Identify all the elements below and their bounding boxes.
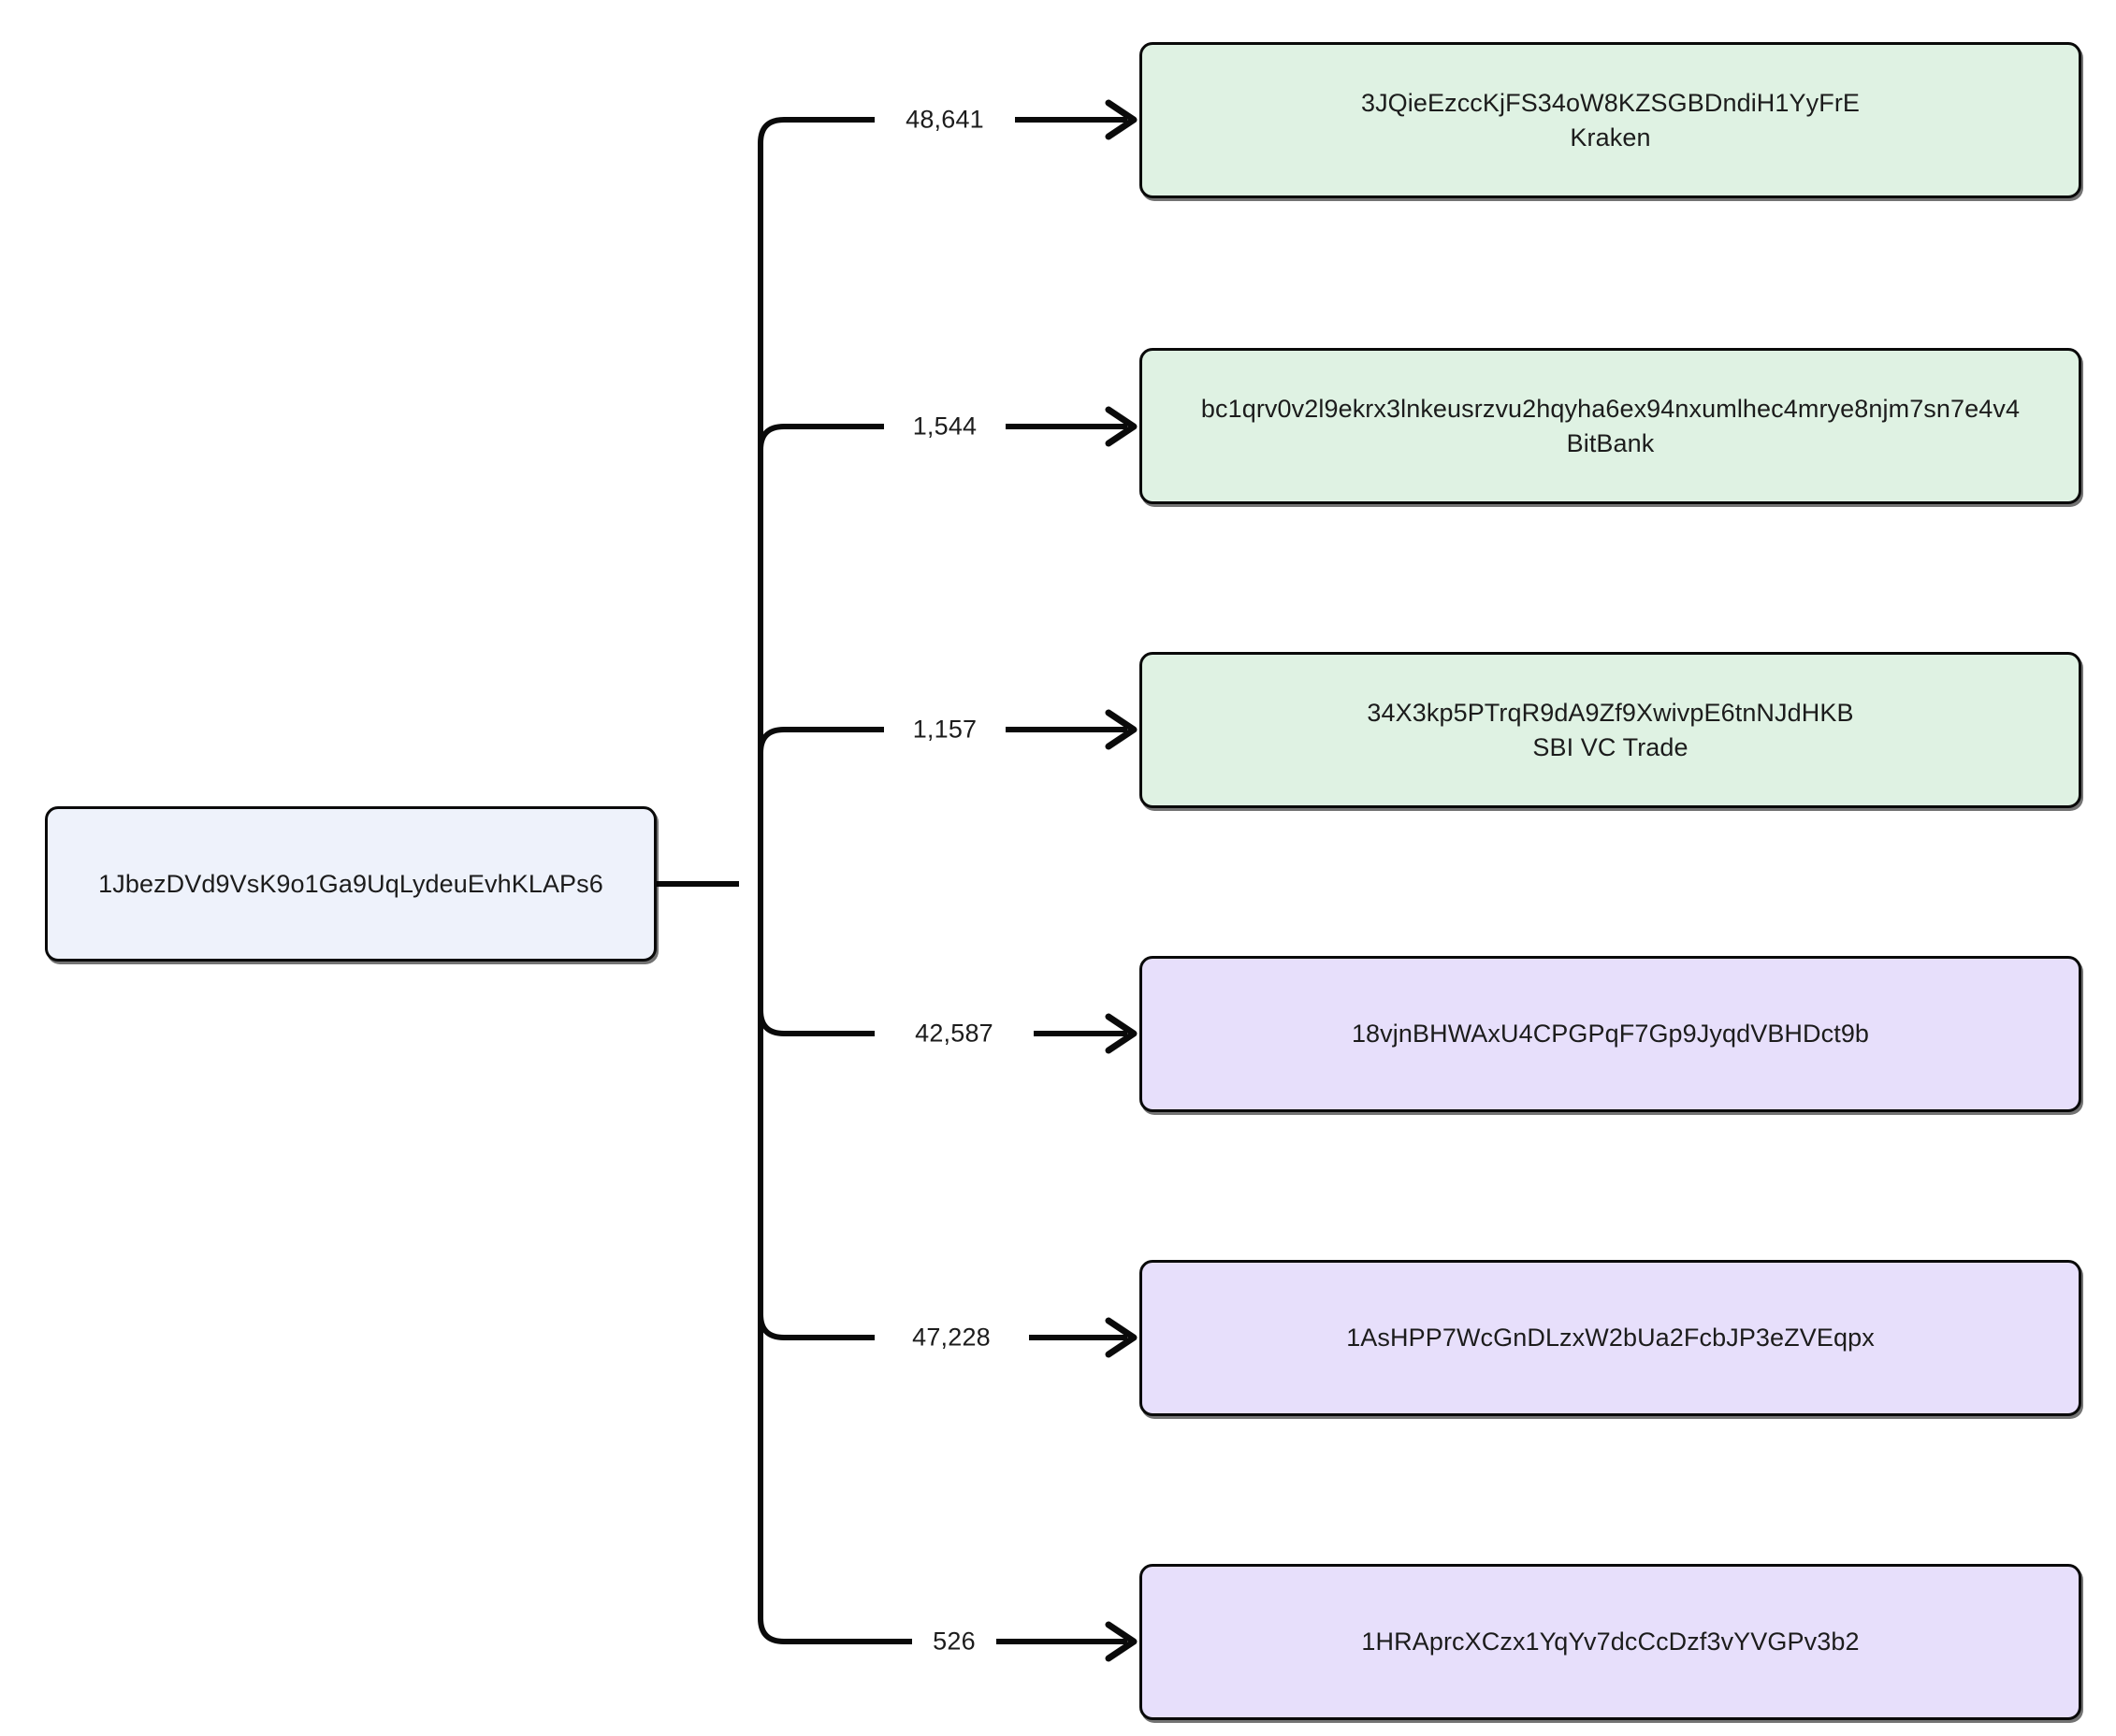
target-entity-text: SBI VC Trade	[1532, 732, 1688, 761]
node-target-wallet-1[interactable]: 18vjnBHWAxU4CPGPqF7Gp9JyqdVBHDct9b	[1139, 956, 2081, 1112]
target-address-text: 1AsHPP7WcGnDLzxW2bUa2FcbJP3eZVEqpx	[1346, 1324, 1875, 1353]
node-target-kraken[interactable]: 3JQieEzccKjFS34oW8KZSGBDndiH1YyFrE Krake…	[1139, 42, 2081, 198]
node-target-bitbank[interactable]: bc1qrv0v2l9ekrx3lnkeusrzvu2hqyha6ex94nxu…	[1139, 348, 2081, 504]
target-address-text: bc1qrv0v2l9ekrx3lnkeusrzvu2hqyha6ex94nxu…	[1200, 395, 2021, 424]
edge-branch-3	[758, 727, 884, 754]
node-target-wallet-2[interactable]: 1AsHPP7WcGnDLzxW2bUa2FcbJP3eZVEqpx	[1139, 1260, 2081, 1416]
target-address-text: 3JQieEzccKjFS34oW8KZSGBDndiH1YyFrE	[1360, 89, 1861, 118]
arrowhead-1	[1105, 99, 1138, 140]
edge-label-3: 1,157	[912, 715, 978, 744]
arrowhead-2	[1105, 406, 1138, 447]
edge-branch-2	[758, 424, 884, 451]
node-root-address[interactable]: 1JbezDVd9VsK9o1Ga9UqLydeuEvhKLAPs6	[45, 806, 657, 962]
edge-label-6: 526	[933, 1627, 976, 1656]
target-address-text: 18vjnBHWAxU4CPGPqF7Gp9JyqdVBHDct9b	[1351, 1020, 1870, 1049]
edge-label-4: 42,587	[915, 1019, 993, 1048]
root-address-text: 1JbezDVd9VsK9o1Ga9UqLydeuEvhKLAPs6	[98, 869, 603, 898]
edge-branch-1	[758, 117, 875, 884]
edge-label-2: 1,544	[912, 412, 978, 441]
arrowhead-4	[1105, 1013, 1138, 1054]
edge-branch-5	[758, 1313, 875, 1340]
arrowhead-3	[1105, 709, 1138, 750]
edge-branch-4	[758, 884, 875, 1036]
arrowhead-6	[1105, 1621, 1138, 1662]
target-entity-text: BitBank	[1566, 428, 1655, 457]
edge-label-5: 47,228	[912, 1323, 991, 1352]
node-target-sbi-vc-trade[interactable]: 34X3kp5PTrqR9dA9Zf9XwivpE6tnNJdHKB SBI V…	[1139, 652, 2081, 808]
edge-label-1: 48,641	[906, 105, 984, 134]
edge-branch-6	[758, 884, 912, 1644]
node-target-wallet-3[interactable]: 1HRAprcXCzx1YqYv7dcCcDzf3vYVGPv3b2	[1139, 1564, 2081, 1720]
arrowhead-5	[1105, 1317, 1138, 1358]
target-address-text: 1HRAprcXCzx1YqYv7dcCcDzf3vYVGPv3b2	[1361, 1628, 1860, 1656]
target-entity-text: Kraken	[1570, 123, 1651, 152]
target-address-text: 34X3kp5PTrqR9dA9Zf9XwivpE6tnNJdHKB	[1367, 699, 1854, 728]
